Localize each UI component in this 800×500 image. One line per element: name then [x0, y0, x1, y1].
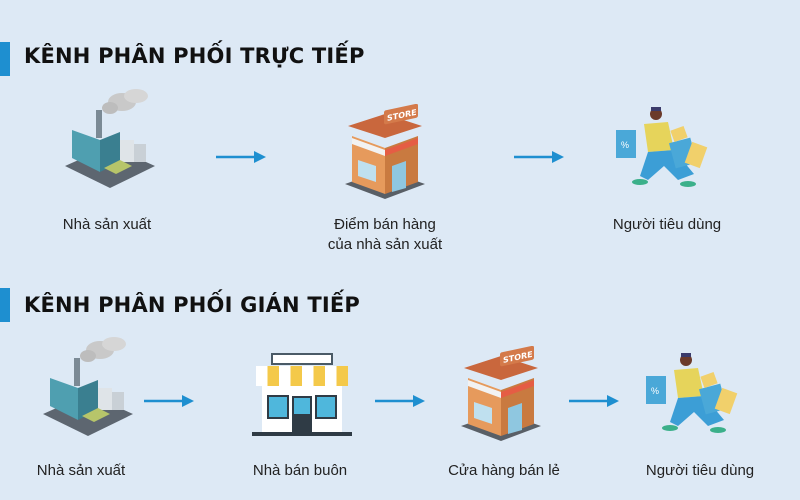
step-label: Điểm bán hàng của nhà sản xuất — [328, 215, 442, 255]
arrow-icon — [569, 395, 621, 407]
section-marker — [0, 288, 10, 322]
step-label: Nhà bán buôn — [252, 462, 348, 479]
step-label-line1: Điểm bán hàng — [334, 216, 436, 233]
section-marker — [0, 42, 10, 76]
step-label: Nhà sản xuất — [36, 462, 126, 479]
step-label: Nhà sản xuất — [62, 216, 152, 233]
step-label: Cửa hàng bán lẻ — [448, 462, 560, 479]
shopper-icon — [646, 353, 738, 433]
wholesaler-icon — [252, 353, 352, 437]
factory-icon — [65, 89, 155, 188]
step-label-line2: của nhà sản xuất — [327, 236, 443, 253]
step-label: Người tiêu dùng — [612, 216, 722, 233]
store-icon: STORE — [345, 104, 425, 199]
shopper-icon — [616, 107, 708, 187]
arrow-icon — [216, 151, 268, 163]
indirect-channel-title: KÊNH PHÂN PHỐI GIÁN TIẾP — [24, 293, 360, 317]
step-label: Người tiêu dùng — [645, 462, 755, 479]
arrow-icon — [144, 395, 196, 407]
store-icon: STORE — [461, 346, 541, 441]
direct-channel-title: KÊNH PHÂN PHỐI TRỰC TIẾP — [24, 44, 365, 68]
arrow-icon — [514, 151, 566, 163]
arrow-icon — [375, 395, 427, 407]
factory-icon — [43, 337, 133, 436]
